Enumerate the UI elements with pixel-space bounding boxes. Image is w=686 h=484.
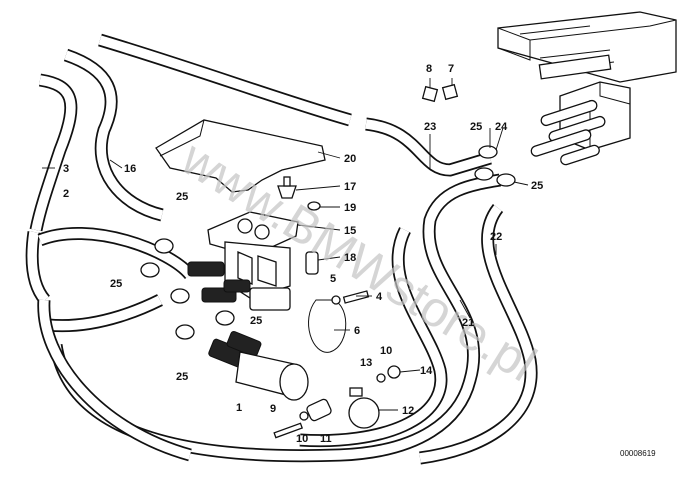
grommet-19 [307, 201, 321, 211]
hose-clamps-25 [140, 145, 516, 340]
nut-14 [387, 365, 401, 379]
callout-2: 2 [63, 188, 69, 200]
callout-20: 20 [344, 153, 356, 165]
clip-7 [441, 83, 459, 101]
reference-number: 00008619 [620, 449, 656, 458]
screw-17 [277, 176, 297, 199]
callout-10-b: 10 [296, 433, 308, 445]
bracket-6 [308, 299, 347, 353]
hose-16 [63, 48, 164, 222]
washer-5 [331, 295, 341, 305]
hose-left-loop [37, 299, 192, 462]
callout-8: 8 [426, 63, 432, 75]
callout-5: 5 [330, 273, 336, 285]
leader-lines [42, 78, 529, 411]
callout-25-f: 25 [531, 180, 543, 192]
callout-15: 15 [344, 225, 356, 237]
hose-3 [29, 73, 78, 232]
callout-9: 9 [270, 403, 276, 415]
callout-25-b: 25 [110, 278, 122, 290]
damper-11 [306, 398, 332, 422]
callout-6: 6 [354, 325, 360, 337]
callout-3: 3 [63, 163, 69, 175]
callout-4: 4 [376, 291, 383, 303]
heater-core [497, 11, 677, 166]
hose-21 [299, 227, 448, 448]
clamp-12 [348, 387, 380, 429]
callout-17: 17 [344, 181, 356, 193]
callout-25-a: 25 [176, 191, 188, 203]
callout-12: 12 [402, 405, 414, 417]
callout-labels: 3 16 2 25 25 25 25 20 17 19 15 18 5 4 6 … [63, 63, 543, 445]
callout-22: 22 [490, 231, 502, 243]
callout-7: 7 [448, 63, 454, 75]
hose-upper-long [98, 33, 492, 177]
callout-24: 24 [495, 121, 508, 133]
callout-21: 21 [462, 317, 474, 329]
washer-10 [299, 411, 309, 421]
callout-23: 23 [424, 121, 436, 133]
clip-8 [421, 85, 439, 103]
callout-19: 19 [344, 202, 356, 214]
screw-9 [273, 422, 304, 439]
bolt-4 [342, 290, 370, 304]
callout-13: 13 [360, 357, 372, 369]
water-valve-15 [207, 211, 299, 311]
callout-18: 18 [344, 252, 356, 264]
callout-10-a: 10 [380, 345, 392, 357]
callout-25-c: 25 [250, 315, 262, 327]
cover-20 [155, 119, 326, 193]
pump-1 [208, 330, 309, 401]
callout-1: 1 [236, 402, 242, 414]
callout-16: 16 [124, 163, 136, 175]
callout-11: 11 [320, 433, 332, 445]
hose-2 [25, 226, 196, 333]
hose-22 [419, 203, 538, 465]
filter-18 [305, 251, 319, 275]
callout-14: 14 [420, 365, 433, 377]
washer-13 [376, 373, 386, 383]
callout-25-d: 25 [176, 371, 188, 383]
callout-25-e: 25 [470, 121, 482, 133]
valve-pipe-stubs [187, 261, 251, 303]
